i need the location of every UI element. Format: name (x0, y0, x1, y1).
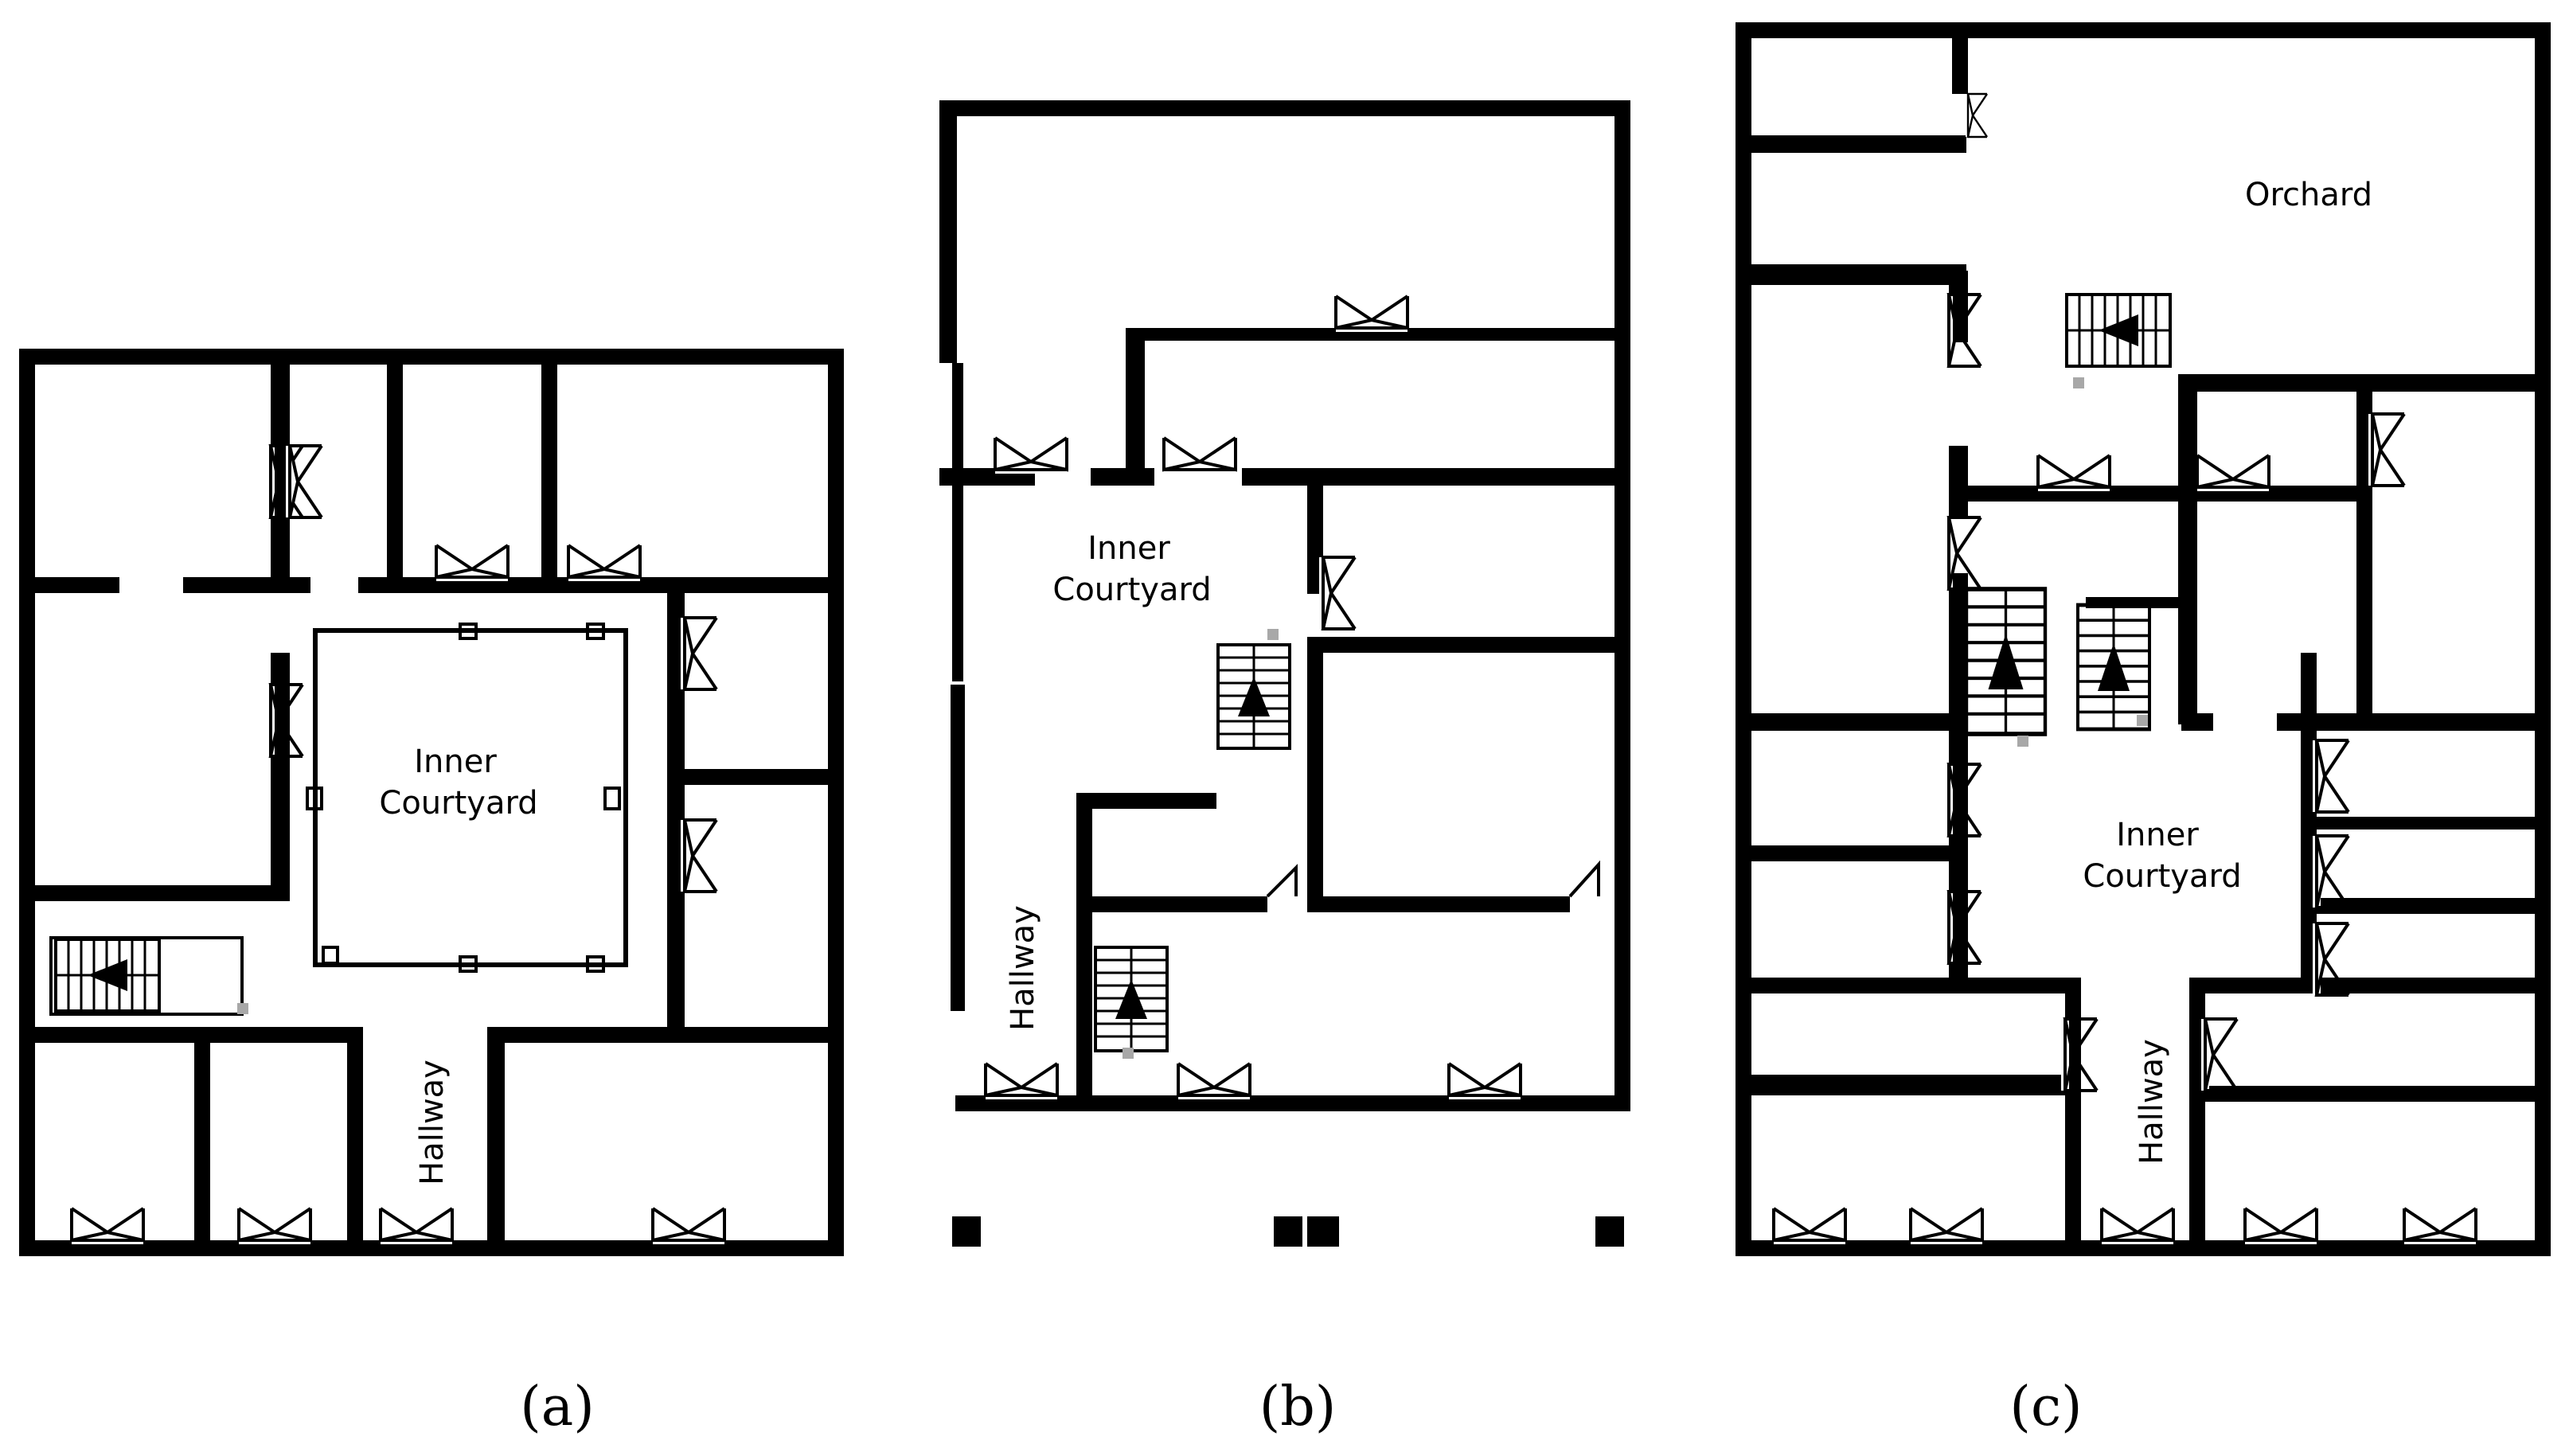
caption-b: (b) (1259, 1376, 1337, 1438)
orchard-label-c: Orchard (2245, 177, 2372, 213)
courtyard-label-b-line1: Inner (1087, 530, 1170, 567)
hallway-label-c: Hallway (2134, 1039, 2170, 1165)
courtyard-label-b-line2: Courtyard (1052, 572, 1211, 608)
floor-plan-a: Inner Courtyard Hallway (a) (19, 349, 844, 1438)
floor-plan-c: Orchard Inner Courtyard Hallway (c) (1736, 22, 2551, 1438)
floor-plan-b: Inner Courtyard Hallway (b) (939, 100, 1630, 1438)
hallway-label-a: Hallway (414, 1060, 451, 1185)
hallway-label-b: Hallway (1005, 905, 1041, 1031)
courtyard-label-a-line1: Inner (414, 744, 497, 780)
courtyard-label-a-line2: Courtyard (379, 785, 537, 822)
courtyard-label-c-line2: Courtyard (2083, 858, 2241, 895)
caption-a: (a) (520, 1376, 595, 1438)
courtyard-label-c-line1: Inner (2116, 817, 2199, 853)
caption-c: (c) (2009, 1376, 2082, 1438)
